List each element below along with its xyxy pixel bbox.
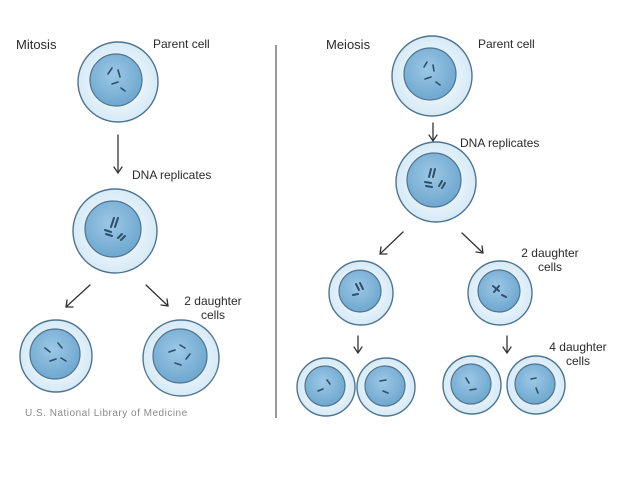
mitosis-daughter-label-line1: 2 daughter xyxy=(184,294,242,308)
meiosis-title: Meiosis xyxy=(326,37,371,52)
mitosis-daughter-label-line2: cells xyxy=(200,308,225,322)
mitosis-replicated-cell xyxy=(72,188,158,274)
meiosis-2-daughter-label-line2: cells xyxy=(537,260,562,274)
meiosis-granddaughter-cell-3 xyxy=(442,355,502,415)
meiosis-granddaughter-cell-1 xyxy=(296,357,356,417)
meiosis-dna-replicates-label: DNA replicates xyxy=(460,136,540,150)
mitosis-daughter-cell-right xyxy=(142,319,220,397)
meiosis-arrow-right xyxy=(461,232,484,254)
meiosis-arrow-down-2 xyxy=(353,335,363,355)
mitosis-arrow-right xyxy=(145,284,169,307)
mitosis-daughter-cell-left xyxy=(19,319,93,393)
mitosis-arrow-left xyxy=(65,284,91,308)
mitosis-dna-replicates-label: DNA replicates xyxy=(132,168,212,182)
mitosis-parent-cell-label: Parent cell xyxy=(153,37,210,51)
source-credit: U.S. National Library of Medicine xyxy=(25,408,188,419)
mitosis-title: Mitosis xyxy=(16,37,57,52)
mitosis-parent-cell xyxy=(77,41,159,123)
meiosis-arrow-down-1 xyxy=(428,122,438,143)
mitosis-arrow-down xyxy=(113,134,123,175)
mitosis-daughter-label: 2 daughter cells xyxy=(177,294,249,322)
meiosis-2-daughter-label: 2 daughter cells xyxy=(512,246,588,274)
meiosis-4-daughter-label-line2: cells xyxy=(565,354,590,368)
meiosis-daughter-cell-left xyxy=(328,260,394,326)
meiosis-parent-cell xyxy=(391,35,473,117)
meiosis-4-daughter-label-line1: 4 daughter xyxy=(549,340,607,354)
meiosis-parent-cell-label: Parent cell xyxy=(478,37,535,51)
meiosis-4-daughter-label: 4 daughter cells xyxy=(540,340,616,368)
meiosis-granddaughter-cell-4 xyxy=(506,355,566,415)
meiosis-arrow-left xyxy=(379,231,404,255)
meiosis-2-daughter-label-line1: 2 daughter xyxy=(521,246,579,260)
meiosis-granddaughter-cell-2 xyxy=(356,357,416,417)
meiosis-daughter-cell-right xyxy=(467,260,533,326)
meiosis-replicated-cell xyxy=(395,141,477,223)
meiosis-arrow-down-3 xyxy=(502,335,512,355)
